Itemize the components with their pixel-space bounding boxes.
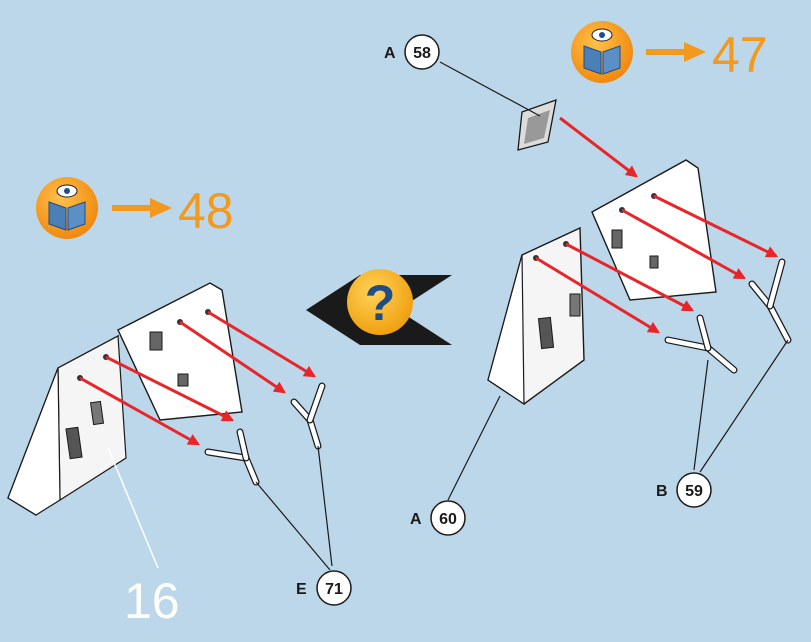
callout-number: 71 xyxy=(325,581,343,598)
right-back-panel xyxy=(591,159,717,301)
left-back-panel xyxy=(117,282,243,421)
callout-b-59: B 59 xyxy=(656,472,712,508)
reference-number-47: 47 xyxy=(712,27,768,83)
callout-letter: B xyxy=(656,483,668,500)
reference-number-48: 48 xyxy=(178,183,234,239)
left-red-arrows xyxy=(79,310,317,446)
reference-48: 48 xyxy=(36,177,234,239)
right-red-arrows xyxy=(535,116,779,334)
left-assembly xyxy=(7,282,333,571)
help-text: ? xyxy=(365,275,396,331)
callout-a-58: A 58 xyxy=(384,34,440,70)
reference-47: 47 xyxy=(571,21,768,83)
question-mark-icon xyxy=(347,269,413,335)
callout-letter: A xyxy=(384,45,396,62)
callout-number: 60 xyxy=(439,511,457,528)
callout-number: 58 xyxy=(413,45,431,62)
callout-e-71: E 71 xyxy=(296,570,352,606)
step-number: 16 xyxy=(124,573,180,629)
callout-letter: E xyxy=(296,581,307,598)
callout-a-60: A 60 xyxy=(410,500,466,536)
help-icon-group: ? xyxy=(306,269,452,345)
callout-letter: A xyxy=(410,511,422,528)
right-assembly xyxy=(439,61,792,501)
callout-number: 59 xyxy=(685,483,703,500)
